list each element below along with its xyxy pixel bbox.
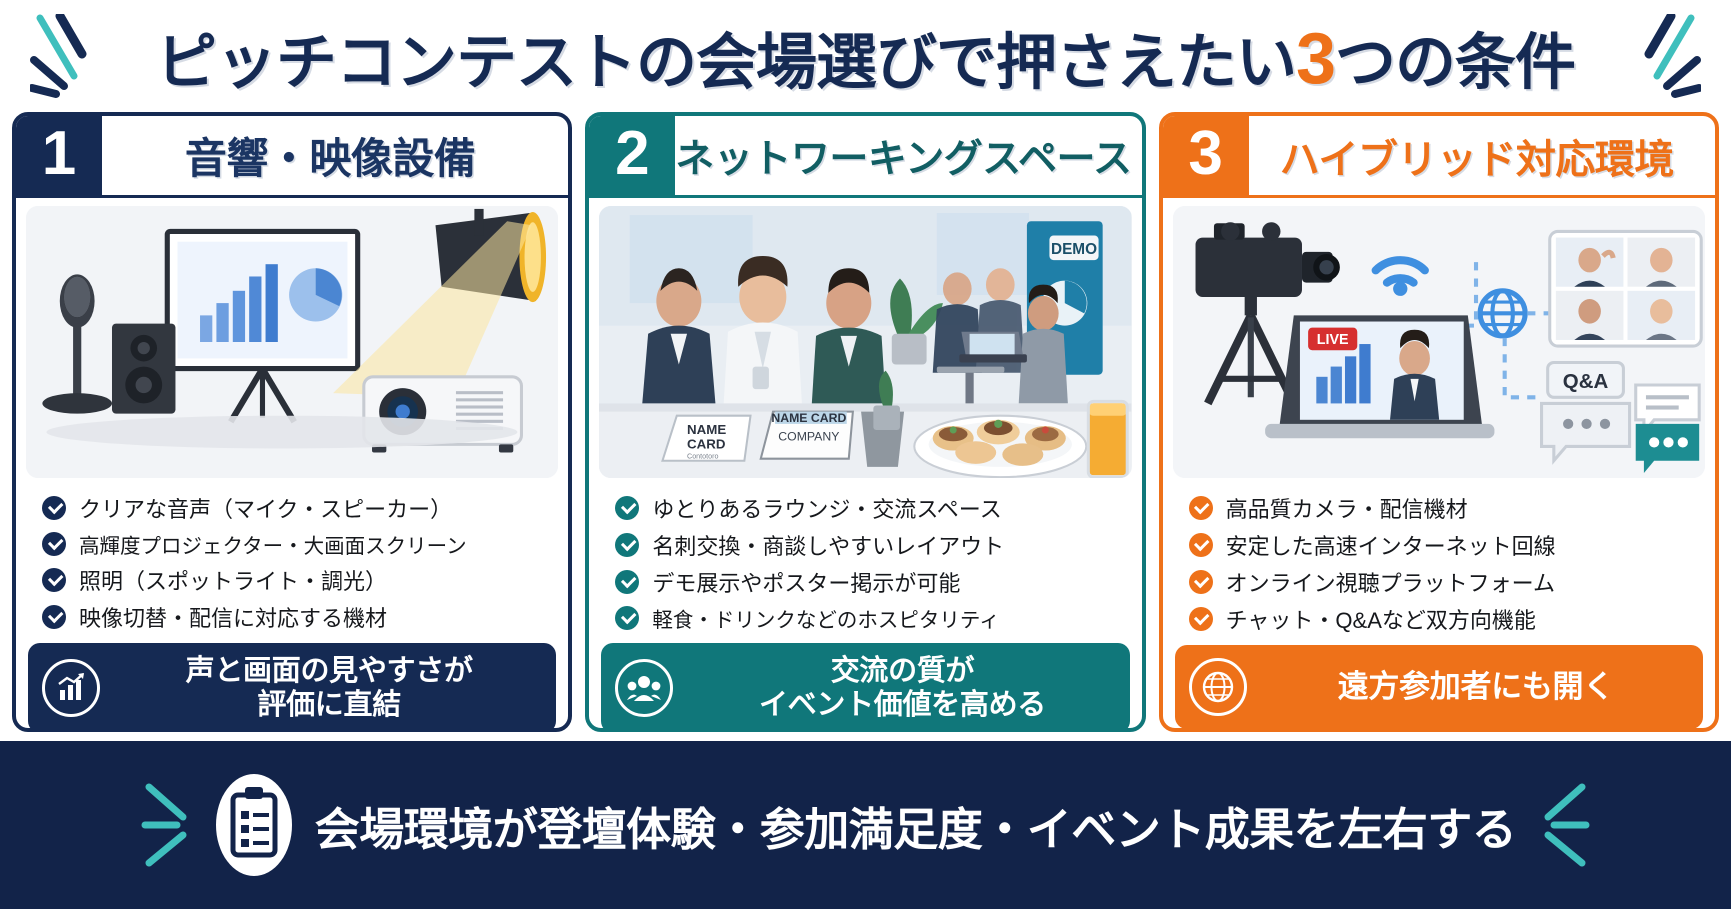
check-circle-icon bbox=[42, 605, 66, 629]
sparkle-lines-icon bbox=[1544, 783, 1590, 867]
card-header: 2 ネットワーキングスペース bbox=[589, 116, 1142, 198]
condition-cards: 1 音響・映像設備 bbox=[0, 112, 1731, 732]
list-item-label: オンライン視聴プラットフォーム bbox=[1225, 571, 1555, 596]
page-title-pre: ピッチコンテストの会場選びで押さえたい bbox=[155, 27, 1297, 96]
check-circle-icon bbox=[42, 568, 66, 592]
list-item-label: 安定した高速インターネット回線 bbox=[1225, 534, 1556, 559]
list-item-label: 高輝度プロジェクター・大画面スクリーン bbox=[79, 535, 467, 558]
card-bullet-list: クリアな音声（マイク・スピーカー） 高輝度プロジェクター・大画面スクリーン 照明… bbox=[16, 482, 568, 637]
check-circle-icon bbox=[615, 533, 640, 557]
list-item: オンライン視聴プラットフォーム bbox=[1188, 566, 1715, 598]
card-summary-text: 声と画面の見やすさが 評価に直結 bbox=[116, 654, 542, 722]
sparkle-lines-icon bbox=[1644, 14, 1701, 98]
card-summary-line1: 声と画面の見やすさが bbox=[185, 655, 473, 687]
list-item-label: 名刺交換・商談しやすいレイアウト bbox=[652, 534, 1005, 559]
list-item: クリアな音声（マイク・スピーカー） bbox=[42, 492, 568, 524]
list-item-label: デモ展示やポスター掲示が可能 bbox=[652, 571, 961, 596]
card-summary-line1: 交流の質が bbox=[830, 655, 975, 687]
people-group-icon bbox=[615, 659, 674, 718]
list-item: 名刺交換・商談しやすいレイアウト bbox=[615, 529, 1141, 561]
card-number-badge: 2 bbox=[589, 116, 676, 195]
list-item-label: 高品質カメラ・配信機材 bbox=[1225, 497, 1468, 522]
list-item-label: クリアな音声（マイク・スピーカー） bbox=[79, 497, 453, 522]
list-item-label: 映像切替・配信に対応する機材 bbox=[79, 606, 388, 631]
list-item: 高品質カメラ・配信機材 bbox=[1188, 492, 1715, 524]
av-equipment-illustration bbox=[26, 206, 559, 478]
sparkle-lines-icon bbox=[30, 14, 87, 98]
header: ピッチコンテストの会場選びで押さえたい3つの条件 bbox=[0, 0, 1731, 112]
card-hybrid-environment[interactable]: 3 ハイブリッド対応環境 bbox=[1158, 112, 1719, 732]
card-header: 1 音響・映像設備 bbox=[16, 116, 569, 198]
check-circle-icon bbox=[1188, 570, 1213, 594]
list-item: 高輝度プロジェクター・大画面スクリーン bbox=[42, 529, 568, 559]
chart-growth-icon bbox=[42, 659, 100, 718]
svg-text:COMPANY: COMPANY bbox=[779, 429, 840, 443]
card-av-equipment[interactable]: 1 音響・映像設備 bbox=[12, 112, 573, 732]
check-circle-icon bbox=[615, 570, 640, 594]
svg-text:Q&A: Q&A bbox=[1562, 370, 1608, 393]
footer-text: 会場環境が登壇体験・参加満足度・イベント成果を左右する bbox=[314, 803, 1517, 855]
list-item: チャット・Q&Aなど双方向機能 bbox=[1188, 603, 1715, 635]
check-circle-icon bbox=[615, 496, 640, 520]
card-title: 音響・映像設備 bbox=[184, 135, 476, 182]
svg-text:LIVE: LIVE bbox=[1316, 332, 1348, 348]
page-title-accent: 3 bbox=[1295, 18, 1336, 99]
svg-text:NAME: NAME bbox=[687, 422, 726, 437]
card-summary-banner: 交流の質が イベント価値を高める bbox=[601, 643, 1130, 728]
list-item: 軽食・ドリンクなどのホスピタリティ bbox=[615, 603, 1141, 633]
list-item-label: ゆとりあるラウンジ・交流スペース bbox=[652, 497, 1002, 522]
list-item-label: チャット・Q&Aなど双方向機能 bbox=[1225, 608, 1536, 633]
svg-text:DEMO: DEMO bbox=[1051, 241, 1097, 258]
card-summary-banner: 遠方参加者にも開く bbox=[1174, 645, 1703, 728]
globe-icon bbox=[1188, 658, 1247, 716]
list-item: 照明（スポットライト・調光） bbox=[42, 564, 568, 596]
sparkle-lines-icon bbox=[141, 783, 187, 867]
card-bullet-list: ゆとりあるラウンジ・交流スペース 名刺交換・商談しやすいレイアウト デモ展示やポ… bbox=[589, 482, 1141, 637]
page-title-post: つの条件 bbox=[1335, 27, 1576, 96]
card-summary-text: 交流の質が イベント価値を高める bbox=[689, 654, 1115, 722]
clipboard-checklist-icon bbox=[215, 774, 292, 876]
check-circle-icon bbox=[42, 496, 66, 520]
check-circle-icon bbox=[615, 606, 640, 630]
card-summary-text: 遠方参加者にも開く bbox=[1263, 669, 1689, 706]
check-circle-icon bbox=[1188, 607, 1213, 631]
card-summary-line2: 評価に直結 bbox=[257, 689, 401, 722]
list-item: デモ展示やポスター掲示が可能 bbox=[615, 566, 1141, 598]
card-bullet-list: 高品質カメラ・配信機材 安定した高速インターネット回線 オンライン視聴プラットフ… bbox=[1163, 482, 1715, 639]
card-header: 3 ハイブリッド対応環境 bbox=[1162, 116, 1715, 198]
list-item-label: 照明（スポットライト・調光） bbox=[79, 569, 388, 594]
card-number-badge: 1 bbox=[16, 116, 102, 195]
card-summary-line2: イベント価値を高める bbox=[758, 689, 1046, 722]
svg-text:CARD: CARD bbox=[687, 436, 726, 451]
check-circle-icon bbox=[42, 532, 66, 556]
card-number-badge: 3 bbox=[1162, 116, 1249, 195]
check-circle-icon bbox=[1188, 533, 1213, 557]
list-item-label: 軽食・ドリンクなどのホスピタリティ bbox=[652, 609, 1000, 632]
footer-banner: 会場環境が登壇体験・参加満足度・イベント成果を左右する bbox=[0, 741, 1731, 909]
networking-lounge-illustration: DEMO bbox=[599, 206, 1132, 478]
card-summary-line1: 遠方参加者にも開く bbox=[1337, 668, 1615, 704]
svg-text:NAME CARD: NAME CARD bbox=[772, 411, 847, 425]
hybrid-streaming-illustration: LIVE bbox=[1172, 206, 1705, 478]
list-item: ゆとりあるラウンジ・交流スペース bbox=[615, 492, 1141, 524]
list-item: 映像切替・配信に対応する機材 bbox=[42, 601, 568, 633]
card-title: ネットワーキングスペース bbox=[675, 137, 1132, 181]
svg-text:Contotoro: Contotoro bbox=[687, 453, 718, 461]
list-item: 安定した高速インターネット回線 bbox=[1188, 529, 1715, 561]
card-networking-space[interactable]: 2 ネットワーキングスペース DEMO bbox=[585, 112, 1146, 732]
card-title: ハイブリッド対応環境 bbox=[1279, 137, 1675, 182]
check-circle-icon bbox=[1188, 496, 1213, 520]
page-title: ピッチコンテストの会場選びで押さえたい3つの条件 bbox=[155, 12, 1576, 101]
card-summary-banner: 声と画面の見やすさが 評価に直結 bbox=[28, 643, 557, 728]
